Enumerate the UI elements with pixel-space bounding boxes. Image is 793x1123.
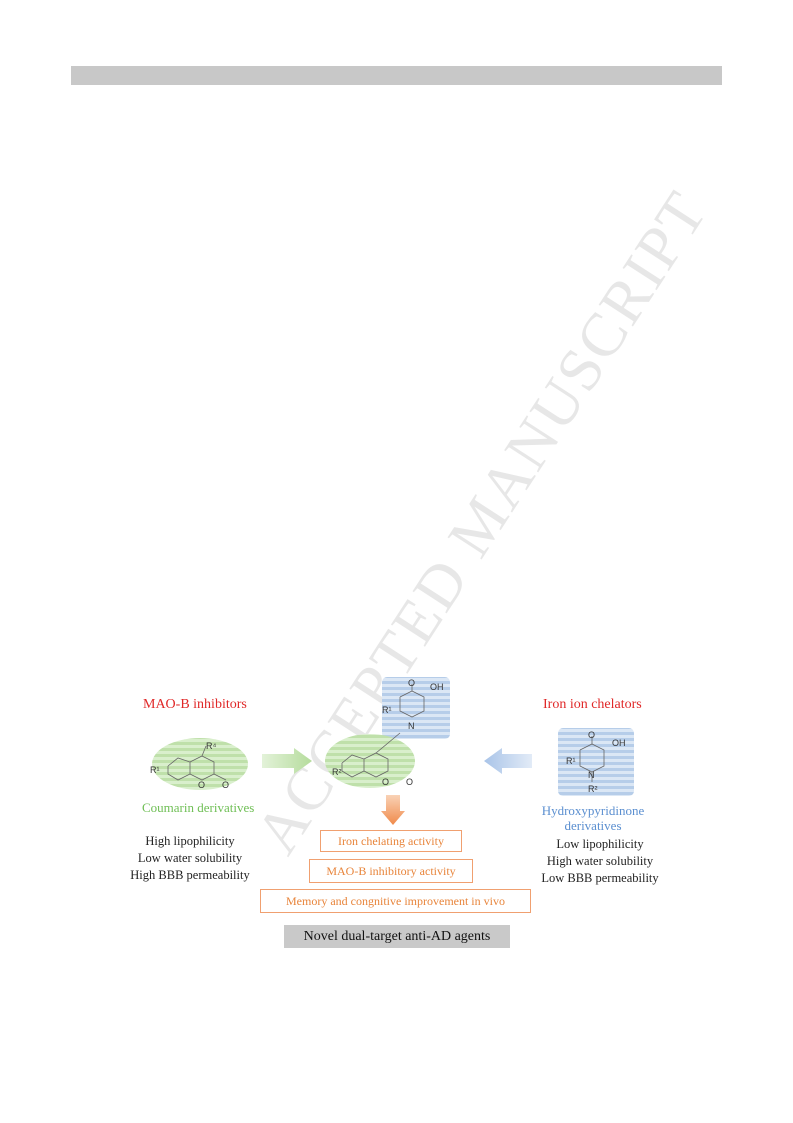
result-box: Novel dual-target anti-AD agents [284,925,510,948]
center-r2-label: R² [332,767,342,777]
green-arrow-icon [262,748,312,774]
right-property: Low BBB permeability [541,871,659,885]
right-property: Low lipophilicity [556,837,644,851]
blue-block-right [558,728,634,796]
iron-chelators-title: Iron ion chelators [543,697,642,712]
orange-down-arrow-icon [381,795,405,825]
green-ellipse-center [325,734,415,788]
center-o1-label: O [382,777,389,787]
right-o-label: O [588,730,595,740]
left-property: High BBB permeability [130,868,250,882]
center-o-label: O [408,678,415,688]
mao-b-inhibitors-title: MAO-B inhibitors [143,697,247,712]
right-properties: Low lipophilicity High water solubility … [530,836,670,887]
right-r1-label: R¹ [566,756,576,766]
right-property: High water solubility [546,854,654,868]
r1-label: R¹ [150,765,160,775]
hydroxypyridinone-structure: O OH R¹ N R² [558,728,634,796]
blue-arrow-icon [484,748,532,774]
blue-block [382,677,450,739]
center-o2-label: O [406,777,413,787]
hydroxypyridinone-caption: Hydroxypyridinone derivatives [528,803,658,833]
o-ring-label: O [198,780,205,790]
right-n-label: N [588,770,595,780]
activity-box-iron: Iron chelating activity [320,830,462,852]
center-r1-label: R¹ [382,705,392,715]
activity-box-memory: Memory and congnitive improvement in viv… [260,889,531,913]
right-oh-label: OH [612,738,626,748]
caption-line: Hydroxypyridinone [541,803,645,818]
caption-line: derivatives [564,818,622,833]
center-oh-label: OH [430,682,444,692]
activity-box-mao: MAO-B inhibitory activity [309,859,473,883]
green-ellipse [152,738,248,790]
hybrid-structure: O OH R¹ N R² O O [325,677,450,788]
coumarin-caption: Coumarin derivatives [142,800,255,815]
r4-label: R⁴ [206,741,216,751]
right-r2-label: R² [588,784,598,794]
left-property: High lipophilicity [145,834,235,848]
left-properties: High lipophilicity Low water solubility … [120,833,260,884]
header-bar [71,66,722,85]
coumarin-structure: R⁴ R¹ O O [150,738,248,790]
left-property: Low water solubility [137,851,243,865]
o-carbonyl-label: O [222,780,229,790]
center-n-label: N [408,721,415,731]
